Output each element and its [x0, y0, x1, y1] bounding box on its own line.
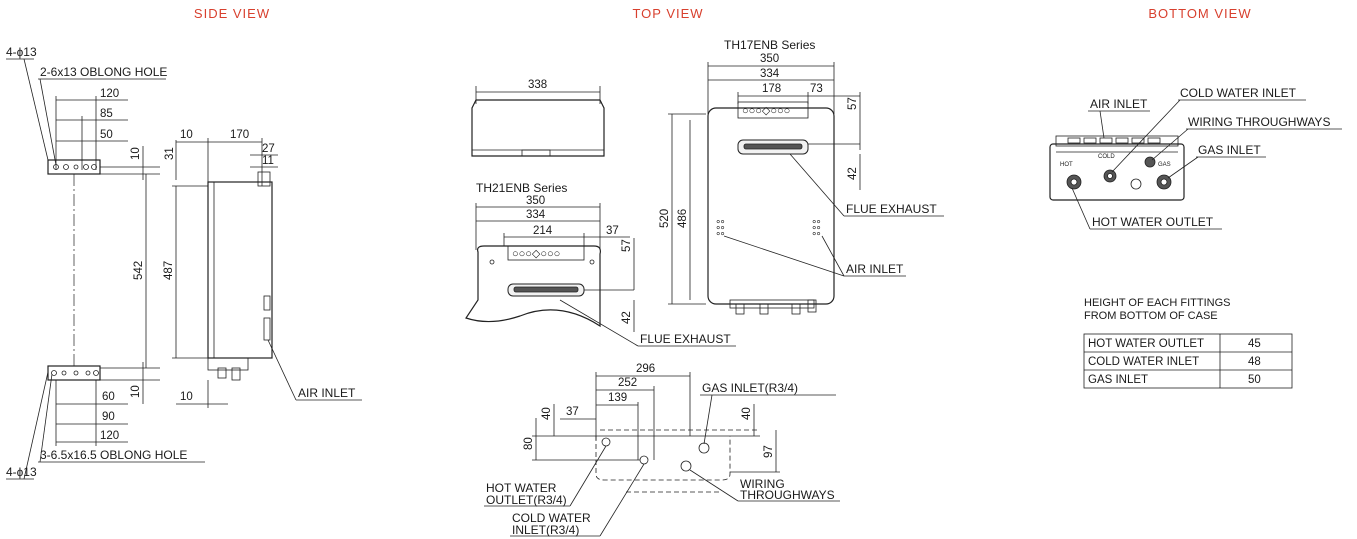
top-th17-dim-520: 520 — [659, 209, 671, 228]
top-view: 338 TH21ENB Series 350 334 214 37 57 ○○○… — [465, 38, 944, 537]
side-oblong-top-label: 2-6x13 OBLONG HOLE — [40, 65, 167, 79]
top-th17-panel-dots: ○○○◇○○○ — [742, 105, 790, 117]
top-dim-80: 80 — [523, 437, 535, 450]
bottom-cold-tag: COLD — [1098, 154, 1115, 160]
top-th21-series-label: TH21ENB Series — [476, 181, 567, 195]
side-hole-bottom-label: 4-ɸ13 — [6, 465, 37, 479]
side-hole-top-label: 4-ɸ13 — [6, 45, 37, 59]
fittings-row-name: HOT WATER OUTLET — [1088, 338, 1204, 350]
top-view-title: TOP VIEW — [632, 6, 703, 21]
side-view: 4-ɸ13 2-6x13 OBLONG HOLE 120 85 50 10 54… — [6, 45, 362, 480]
side-dim-487: 487 — [163, 261, 175, 280]
top-th21-dim-350: 350 — [526, 195, 545, 207]
side-dim-10-c: 10 — [130, 385, 142, 398]
side-oblong-bottom-label: 3-6.5x16.5 OBLONG HOLE — [40, 448, 187, 462]
svg-text:°°: °° — [716, 225, 725, 237]
svg-text:°°: °° — [716, 231, 725, 243]
top-unit-338 — [471, 99, 605, 157]
bottom-heater-outline — [1049, 143, 1185, 201]
top-gas-port — [698, 442, 710, 454]
svg-text:°°: °° — [812, 225, 821, 237]
top-th21-dim-334: 334 — [526, 209, 546, 221]
side-dim-120-top: 120 — [100, 88, 119, 100]
bottom-wiring-port — [1130, 178, 1142, 190]
top-th17-dim-57: 57 — [847, 97, 859, 110]
top-dim-338: 338 — [528, 79, 547, 91]
fittings-table: HOT WATER OUTLET 45 COLD WATER INLET 48 … — [1083, 333, 1293, 389]
top-dim-139: 139 — [608, 392, 627, 404]
top-th21-panel-dots: ○○○◇○○○ — [512, 248, 560, 260]
side-air-inlet-label: AIR INLET — [298, 386, 356, 400]
top-th21-dim-214: 214 — [533, 225, 553, 237]
bottom-hot-tag: HOT — [1060, 162, 1073, 168]
side-dim-10-b: 10 — [180, 129, 193, 141]
bottom-air-inlet-label: AIR INLET — [1090, 97, 1148, 111]
top-th21-unit — [465, 245, 601, 328]
top-gas-inlet-label: GAS INLET(R3/4) — [702, 381, 798, 395]
bottom-cold-water-inlet-label: COLD WATER INLET — [1180, 86, 1297, 100]
top-dim-252: 252 — [618, 377, 637, 389]
top-cold-water-label-2: INLET(R3/4) — [512, 523, 579, 537]
side-dim-27: 27 — [262, 143, 275, 155]
top-hot-water-port — [601, 437, 611, 447]
side-dim-60: 60 — [102, 391, 115, 403]
side-dim-120-bottom: 120 — [100, 430, 119, 442]
bottom-view-title: BOTTOM VIEW — [1148, 6, 1251, 21]
top-bottom-outline — [595, 436, 731, 481]
fittings-row-name: GAS INLET — [1088, 374, 1148, 386]
top-dim-40-a: 40 — [541, 407, 553, 420]
top-th17-unit — [707, 107, 835, 305]
side-heater-body — [207, 181, 273, 359]
side-dim-31: 31 — [164, 147, 176, 160]
top-th21-dim-57: 57 — [621, 239, 633, 252]
side-dim-85: 85 — [100, 108, 113, 120]
top-th17-dim-334: 334 — [760, 68, 780, 80]
fittings-row-value: 48 — [1248, 356, 1261, 368]
top-th17-dim-42: 42 — [847, 167, 859, 180]
top-th21-dim-37: 37 — [606, 225, 619, 237]
top-hot-water-label-2: OUTLET(R3/4) — [486, 493, 567, 507]
fittings-row-value: 45 — [1248, 338, 1261, 350]
top-th17-dim-178: 178 — [762, 83, 781, 95]
top-flue-left-label: FLUE EXHAUST — [640, 332, 731, 346]
side-dim-50: 50 — [100, 129, 113, 141]
side-dim-542: 542 — [133, 261, 145, 280]
svg-text:°°: °° — [716, 219, 725, 231]
top-th17-dim-73: 73 — [810, 83, 823, 95]
svg-text:°°: °° — [812, 231, 821, 243]
top-th21-dim-42: 42 — [621, 311, 633, 324]
side-view-title: SIDE VIEW — [194, 6, 270, 21]
top-cold-water-label-1: COLD WATER — [512, 511, 591, 525]
fittings-heading-1: HEIGHT OF EACH FITTINGS — [1084, 297, 1230, 309]
side-dim-90: 90 — [102, 411, 115, 423]
top-th17-dim-486: 486 — [677, 209, 689, 228]
bottom-gas-inlet-label: GAS INLET — [1198, 143, 1261, 157]
top-hot-water-label-1: HOT WATER — [486, 481, 557, 495]
top-dim-97: 97 — [763, 445, 775, 458]
side-dim-170: 170 — [230, 129, 249, 141]
top-th17-series-label: TH17ENB Series — [724, 38, 815, 52]
top-dim-40-b: 40 — [741, 407, 753, 420]
top-th17-dim-350: 350 — [760, 53, 779, 65]
svg-text:°°: °° — [812, 219, 821, 231]
fittings-row-value: 50 — [1248, 374, 1261, 386]
top-wiring-label-1: WIRING — [740, 477, 785, 491]
fittings-row-name: COLD WATER INLET — [1088, 356, 1199, 368]
top-wiring-port — [680, 460, 692, 472]
bottom-hot-water-outlet-label: HOT WATER OUTLET — [1092, 215, 1214, 229]
top-cold-water-port — [639, 455, 649, 465]
top-wiring-label-2: THROUGHWAYS — [740, 488, 835, 502]
fittings-heading-2: FROM BOTTOM OF CASE — [1084, 310, 1218, 322]
side-dim-10-a: 10 — [130, 147, 142, 160]
bottom-view: COLD HOT GAS AIR INLET COLD WATER INLET … — [1049, 86, 1342, 389]
top-dim-37: 37 — [566, 406, 579, 418]
bottom-wiring-label: WIRING THROUGHWAYS — [1188, 115, 1330, 129]
top-air-inlet-label: AIR INLET — [846, 262, 904, 276]
side-dim-11: 11 — [262, 155, 274, 167]
bottom-gas-tag: GAS — [1158, 162, 1171, 168]
side-dim-10-d: 10 — [180, 391, 193, 403]
top-flue-right-label: FLUE EXHAUST — [846, 202, 937, 216]
top-dim-296: 296 — [636, 363, 655, 375]
